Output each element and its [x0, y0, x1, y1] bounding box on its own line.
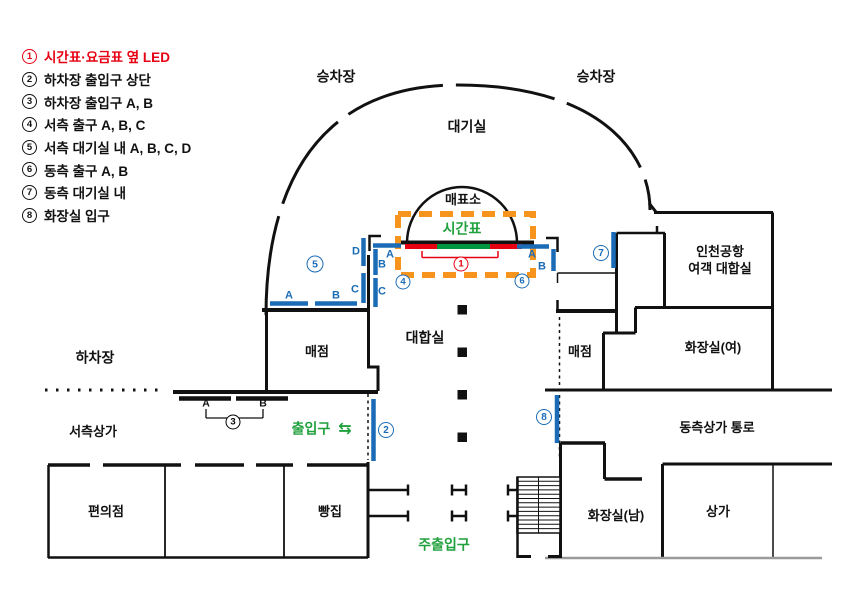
openings-dashed — [45, 317, 561, 460]
mark-a-east-exit: A — [528, 248, 536, 261]
legend-label-5: 서측 대기실 내 A, B, C, D — [44, 141, 192, 157]
map-number-8: 8 — [536, 409, 552, 425]
mark-a-west-waiting: A — [285, 289, 293, 302]
legend-label-7: 동측 대기실 내 — [44, 186, 127, 202]
label-restroom-men: 화장실(남) — [587, 508, 645, 524]
led-location-bars — [270, 232, 616, 461]
legend-label-6: 동측 출구 A, B — [44, 163, 129, 179]
label-timetable: 시간표 — [442, 220, 482, 237]
dome-arc — [264, 83, 658, 316]
legend-label-3: 하차장 출입구 A, B — [44, 95, 154, 111]
label-snack-bar-east: 매점 — [568, 344, 592, 360]
label-east-shops-passage: 동측상가 통로 — [679, 420, 755, 436]
map-number-5: 5 — [306, 255, 324, 273]
map-number-3: 3 — [225, 414, 241, 430]
map-number-2: 2 — [378, 422, 394, 438]
label-dropoff: 하차장 — [75, 349, 115, 366]
map-number-6: 6 — [514, 273, 530, 289]
legend-num-8: 8 — [22, 207, 37, 223]
map-number-1: 1 — [453, 256, 469, 272]
legend-label-4: 서측 출구 A, B, C — [44, 118, 146, 134]
legend-label-8: 화장실 입구 — [44, 209, 110, 225]
legend-item-6: 6 동측 출구 A, B — [22, 158, 191, 181]
label-incheon-airport-hall: 인천공항 여객 대합실 — [688, 244, 751, 278]
mark-a-west-exit: A — [386, 248, 394, 261]
mark-d-west-waiting: D — [352, 245, 360, 258]
label-shops: 상가 — [706, 504, 730, 520]
label-incheon-line2: 여객 대합실 — [688, 261, 752, 276]
legend-item-8: 8 화장실 입구 — [22, 204, 191, 227]
label-main-entrance: 주출입구 — [418, 536, 470, 553]
map-number-4: 4 — [395, 274, 411, 290]
legend-item-2: 2 하차장 출입구 상단 — [22, 68, 191, 91]
label-incheon-line1: 인천공항 — [696, 244, 744, 260]
mark-b-west-exit: B — [378, 258, 386, 271]
staircase — [516, 476, 562, 558]
legend-num-4: 4 — [22, 116, 37, 132]
label-restroom-women: 화장실(여) — [684, 340, 742, 356]
entrance-rails — [368, 484, 517, 522]
label-ticket-office: 매표소 — [445, 192, 481, 208]
legend-item-1: 1 시간표·요금표 옆 LED — [22, 45, 191, 68]
mark-b-west-waiting: B — [332, 289, 340, 302]
east-exit-walls — [546, 226, 666, 333]
label-convenience-store: 편의점 — [88, 504, 124, 520]
led-strip — [405, 244, 522, 259]
mark-c-west-waiting-1: C — [351, 283, 359, 296]
map-number-7: 7 — [593, 245, 609, 261]
label-waiting-hall: 대합실 — [405, 329, 445, 346]
columns — [457, 305, 467, 442]
west-exit-walls — [173, 234, 381, 401]
legend-item-4: 4 서측 출구 A, B, C — [22, 113, 191, 136]
legend-label-2: 하차장 출입구 상단 — [44, 73, 151, 89]
legend-item-5: 5 서측 대기실 내 A, B, C, D — [22, 136, 191, 159]
ticket-office-walls — [396, 185, 534, 245]
label-bakery: 빵집 — [318, 504, 342, 520]
label-snack-bar-west: 매점 — [305, 344, 329, 360]
legend: 1 시간표·요금표 옆 LED 2 하차장 출입구 상단 3 하차장 출입구 A… — [22, 45, 191, 227]
southwest-walls — [47, 462, 370, 559]
label-platform-right: 승차장 — [576, 68, 616, 85]
legend-num-3: 3 — [22, 94, 37, 110]
mark-a-dropoff: A — [202, 397, 210, 410]
mark-b-east-exit: B — [538, 260, 546, 273]
legend-num-6: 6 — [22, 162, 37, 178]
mark-b-dropoff: B — [259, 397, 267, 410]
entrance-arrows-icon: ⇆ — [338, 420, 352, 438]
east-rooms-walls — [545, 211, 832, 392]
label-west-shops: 서측상가 — [69, 424, 117, 440]
label-platform-left: 승차장 — [316, 68, 356, 85]
legend-num-2: 2 — [22, 71, 37, 87]
southeast-walls — [545, 441, 832, 560]
legend-item-7: 7 동측 대기실 내 — [22, 181, 191, 204]
legend-item-3: 3 하차장 출입구 A, B — [22, 90, 191, 113]
legend-num-7: 7 — [22, 184, 37, 200]
label-waiting-room: 대기실 — [447, 118, 487, 135]
label-entrance: 출입구 — [291, 420, 331, 437]
legend-num-5: 5 — [22, 139, 37, 155]
mark-c-west-waiting-2: C — [378, 285, 386, 298]
legend-num-1: 1 — [22, 48, 37, 64]
legend-label-1: 시간표·요금표 옆 LED — [44, 50, 170, 66]
